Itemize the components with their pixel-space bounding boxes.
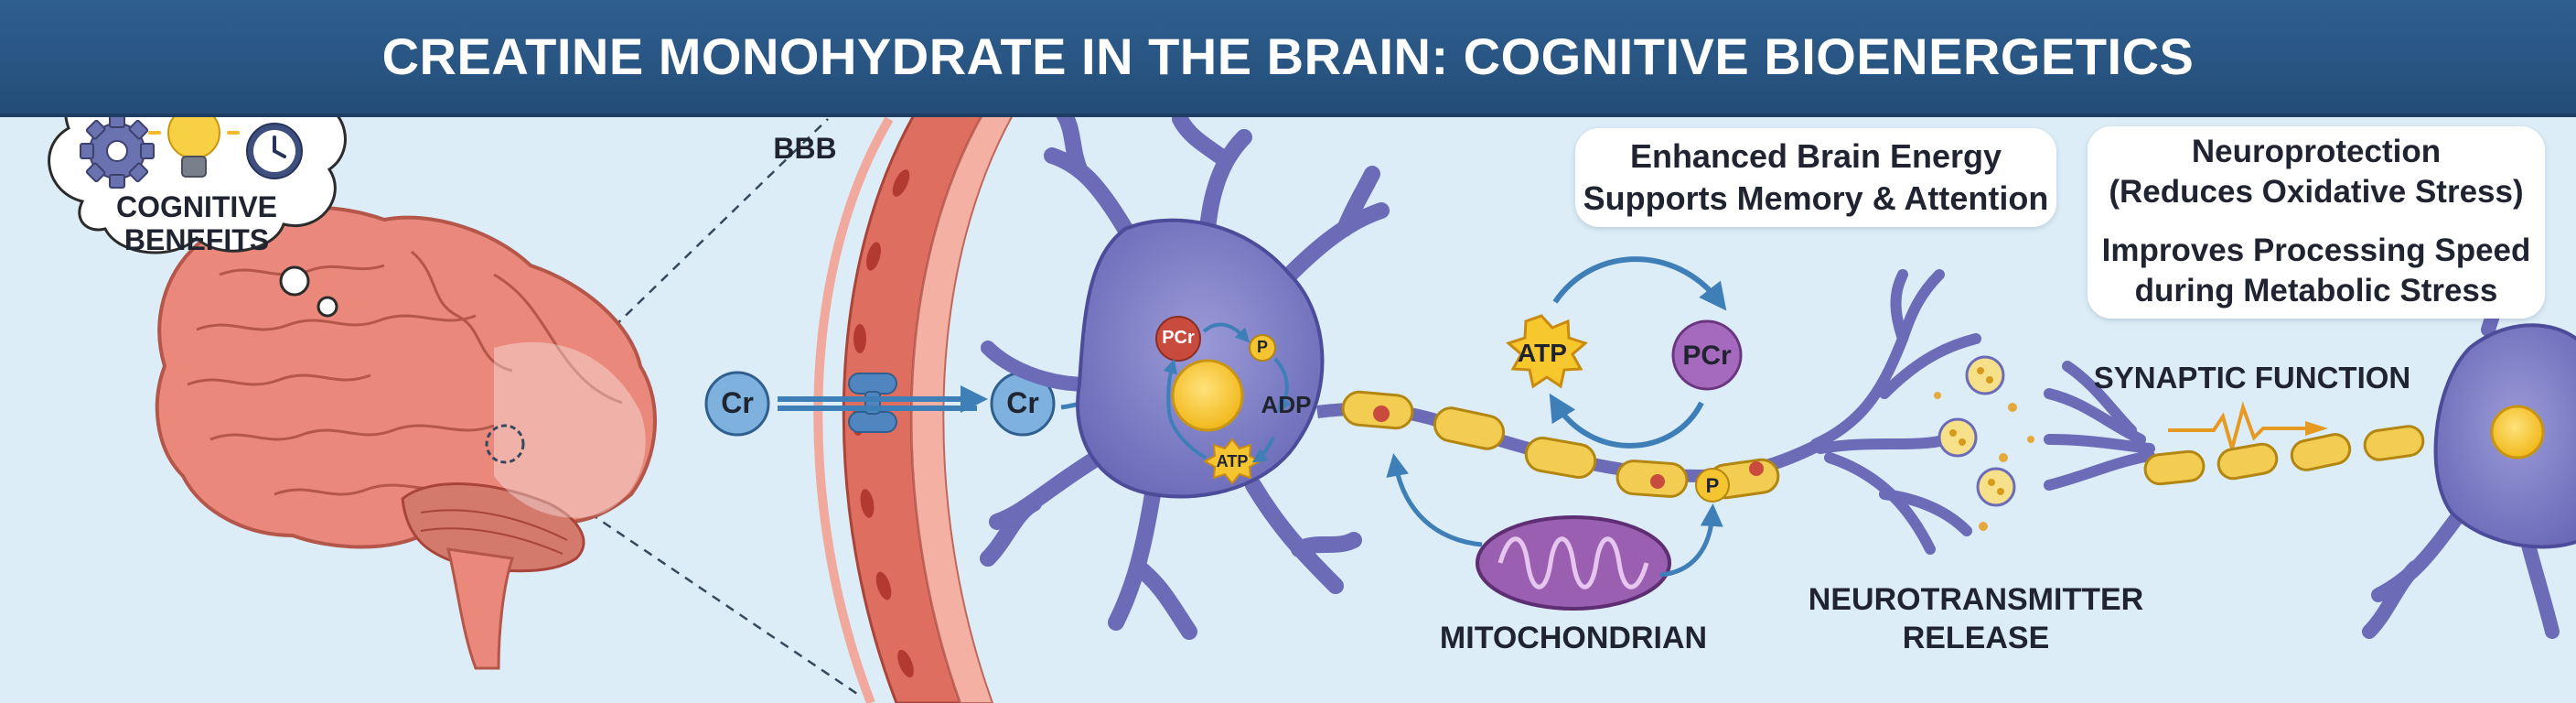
bbb-label: BBB bbox=[773, 132, 837, 165]
cr-molecule-left bbox=[704, 371, 770, 437]
neuro-card-line3: Improves Processing Speed bbox=[2101, 233, 2531, 268]
neuro-card-line2: (Reduces Oxidative Stress) bbox=[2109, 174, 2524, 210]
right-nucleus bbox=[2490, 405, 2545, 460]
phosphate-small-label: P bbox=[1256, 338, 1268, 356]
pcr-cycle-molecule bbox=[1671, 319, 1743, 391]
neuro-card-line1: Neuroprotection bbox=[2191, 134, 2442, 169]
brain-stem bbox=[446, 547, 514, 670]
phosphate-axon bbox=[1695, 468, 1730, 503]
cr-left-label: Cr bbox=[721, 386, 754, 419]
atp-cell-star bbox=[1202, 438, 1262, 485]
neuron-nucleus bbox=[1171, 359, 1244, 432]
postsynaptic-dendrites bbox=[2044, 361, 2155, 491]
release-label: RELEASE bbox=[1902, 621, 2050, 655]
pcr-cell-label: PCr bbox=[1162, 328, 1195, 348]
gear-icon bbox=[80, 114, 155, 189]
clock-icon bbox=[246, 123, 303, 179]
phosphate-small bbox=[1249, 334, 1276, 362]
synaptic-function-label: SYNAPTIC FUNCTION bbox=[2093, 361, 2411, 395]
right-myelin bbox=[2143, 425, 2425, 486]
energy-card bbox=[1575, 128, 2056, 227]
page-title: CREATINE MONOHYDRATE IN THE BRAIN: COGNI… bbox=[381, 27, 2195, 85]
phosphate-axon-label: P bbox=[1705, 474, 1720, 497]
energy-card-line2: Supports Memory & Attention bbox=[1583, 179, 2049, 217]
atp-cycle-star bbox=[1506, 314, 1588, 389]
title-bar bbox=[0, 0, 2576, 117]
zoom-highlight bbox=[494, 341, 646, 518]
pcr-cell-molecule bbox=[1155, 316, 1201, 362]
mitochondrian-label: MITOCHONDRIAN bbox=[1439, 621, 1708, 655]
neuroprotection-card bbox=[2088, 126, 2545, 319]
cognitive-label: COGNITIVE bbox=[115, 190, 277, 223]
neurotransmitter-label: NEUROTRANSMITTER bbox=[1808, 582, 2144, 617]
neuro-card-line4: during Metabolic Stress bbox=[2134, 273, 2498, 308]
cr-right-label: Cr bbox=[1006, 386, 1039, 419]
adp-label: ADP bbox=[1261, 391, 1312, 418]
mitochondrion bbox=[1476, 515, 1671, 611]
energy-card-line1: Enhanced Brain Energy bbox=[1629, 137, 2002, 175]
zoom-circle bbox=[485, 424, 525, 464]
atp-cycle-label: ATP bbox=[1518, 339, 1567, 367]
signal-spark bbox=[2168, 401, 2324, 456]
vesicles bbox=[1934, 355, 2034, 531]
benefits-label: BENEFITS bbox=[123, 223, 270, 256]
neuron-main bbox=[980, 102, 1390, 640]
atp-cell-label: ATP bbox=[1216, 452, 1249, 470]
brain-illustration bbox=[155, 205, 657, 670]
pcr-cycle-label: PCr bbox=[1682, 341, 1732, 371]
axon-terminal bbox=[1810, 269, 1981, 555]
